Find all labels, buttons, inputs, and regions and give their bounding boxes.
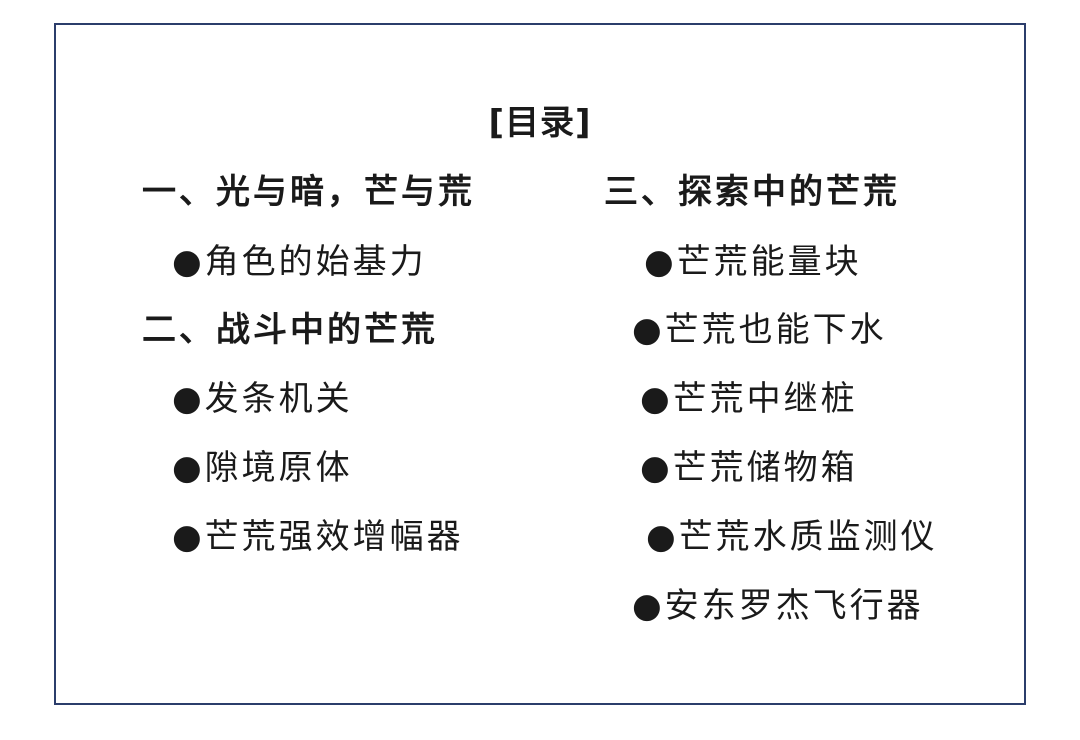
toc-item[interactable]: ●芒荒也能下水 bbox=[632, 310, 887, 350]
section-heading-3: 三、探索中的芒荒 bbox=[604, 172, 900, 212]
toc-item[interactable]: ●芒荒能量块 bbox=[644, 242, 862, 282]
toc-item[interactable]: ●角色的始基力 bbox=[172, 242, 427, 282]
toc-item[interactable]: ●安东罗杰飞行器 bbox=[632, 586, 924, 626]
toc-item[interactable]: ●芒荒水质监测仪 bbox=[646, 517, 938, 557]
section-heading-1: 一、光与暗，芒与荒 bbox=[142, 172, 475, 212]
section-heading-2: 二、战斗中的芒荒 bbox=[142, 310, 438, 350]
toc-item[interactable]: ●隙境原体 bbox=[172, 448, 353, 488]
toc-item[interactable]: ●芒荒储物箱 bbox=[640, 448, 858, 488]
toc-title: [目录] bbox=[488, 103, 592, 143]
toc-item[interactable]: ●芒荒中继桩 bbox=[640, 379, 858, 419]
toc-item[interactable]: ●芒荒强效增幅器 bbox=[172, 517, 464, 557]
toc-item[interactable]: ●发条机关 bbox=[172, 379, 353, 419]
toc-frame bbox=[54, 23, 1026, 705]
